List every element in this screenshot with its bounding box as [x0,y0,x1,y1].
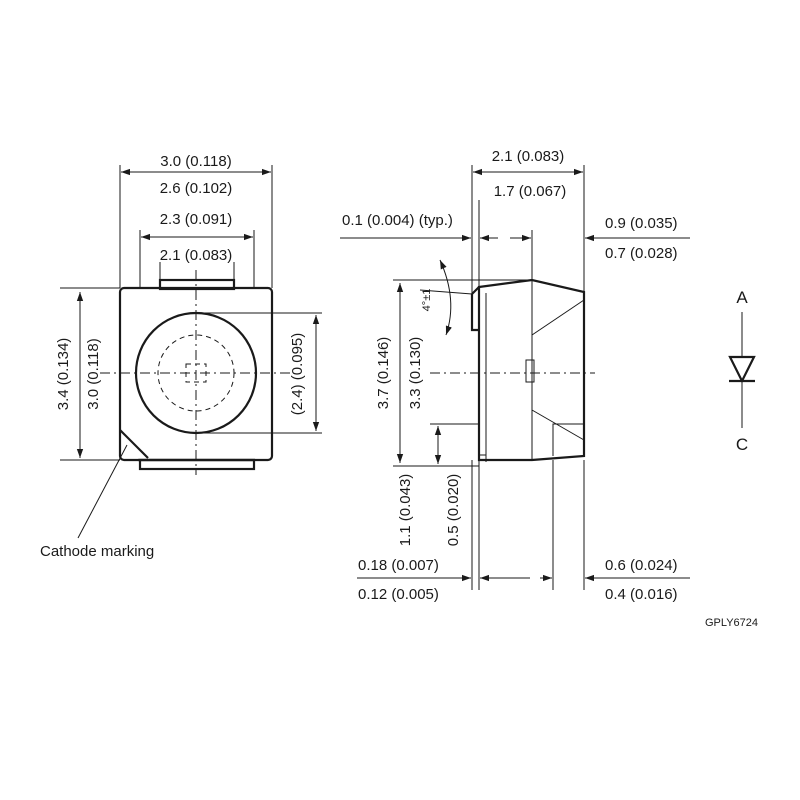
dim-lead-thk-min-label: 0.12 (0.005) [358,586,439,603]
dim-pad-inner-label: 2.1 (0.083) [160,247,233,264]
lens-edge-line [531,299,585,336]
dim-step-label: 0.1 (0.004) (typ.) [342,212,453,229]
front-view: 3.0 (0.118) 2.6 (0.102) 2.3 (0.091) 2.1 … [40,153,322,560]
cathode-marking-label: Cathode marking [40,543,154,560]
pad-step [552,423,584,456]
diode-triangle [728,355,756,384]
cathode-chamfer [119,429,149,459]
dim-lead-len-label: 1.1 (0.043) [397,474,414,547]
drawing-id: GPLY6724 [705,617,758,629]
dim-pad-max-label: 0.6 (0.024) [605,557,678,574]
dim-angle-arc [439,259,452,336]
dim-depth-outer-label: 2.1 (0.083) [492,148,565,165]
dim-lead-thk-max-label: 0.18 (0.007) [358,557,439,574]
dim-lens-min-label: 0.7 (0.028) [605,245,678,262]
die-side [525,359,535,383]
diode-symbol: A C [728,288,756,454]
lens-edge-line [531,409,585,441]
dim-depth-inner-label: 1.7 (0.067) [494,183,567,200]
angle-ref-line [419,289,473,295]
top-pad [158,278,236,291]
side-corner [479,454,487,462]
dim-pad-outer-label: 2.3 (0.091) [160,211,233,228]
dim-height-body-label: 3.0 (0.118) [85,338,102,409]
dim-lead-min-label: 0.5 (0.020) [445,474,462,547]
cathode-label: C [736,435,748,454]
side-view: 2.1 (0.083) 1.7 (0.067) 0.1 (0.004) (typ… [340,148,690,603]
dim-lens-label: (2.4) (0.095) [289,333,306,416]
dim-width-body-label: 2.6 (0.102) [160,180,233,197]
bottom-pad [138,458,256,471]
dim-width-outer-label: 3.0 (0.118) [160,153,231,170]
dim-side-height-outer-label: 3.7 (0.146) [375,337,392,410]
dim-angle-label: 4°±1 [421,289,433,312]
dim-lens-max-label: 0.9 (0.035) [605,215,678,232]
anode-label: A [736,288,748,307]
side-top-lead [470,286,480,332]
dim-side-height-inner-label: 3.3 (0.130) [407,337,424,410]
dim-height-outer-label: 3.4 (0.134) [55,338,72,411]
dim-pad-min-label: 0.4 (0.016) [605,586,678,603]
cathode-leader [77,444,128,539]
